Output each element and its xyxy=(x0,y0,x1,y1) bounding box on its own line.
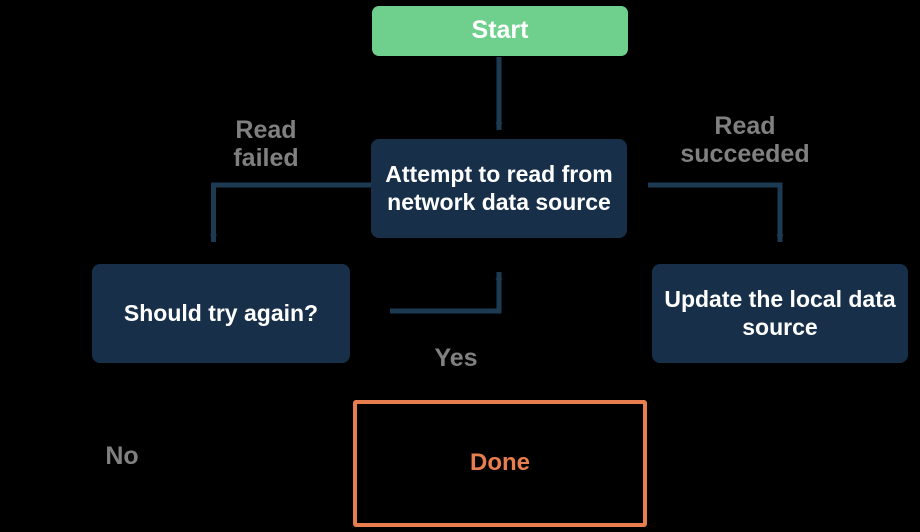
node-update-local-data-source[interactable]: Update the local data source xyxy=(652,264,908,363)
node-start[interactable]: Start xyxy=(372,6,628,56)
edge-label-read-failed: Read failed xyxy=(233,116,299,172)
edge-attempt-to-update xyxy=(648,182,784,243)
edge-label-read-succeeded: Read succeeded xyxy=(680,112,810,168)
node-attempt-to-read[interactable]: Attempt to read from network data source xyxy=(371,139,627,238)
node-should-try-again[interactable]: Should try again? xyxy=(92,264,350,363)
node-done[interactable]: Done xyxy=(353,400,647,527)
edge-attempt-to-retry xyxy=(210,182,371,243)
edge-label-yes: Yes xyxy=(434,344,478,372)
edge-retry-to-attempt xyxy=(390,271,503,314)
edge-label-no: No xyxy=(105,442,139,470)
